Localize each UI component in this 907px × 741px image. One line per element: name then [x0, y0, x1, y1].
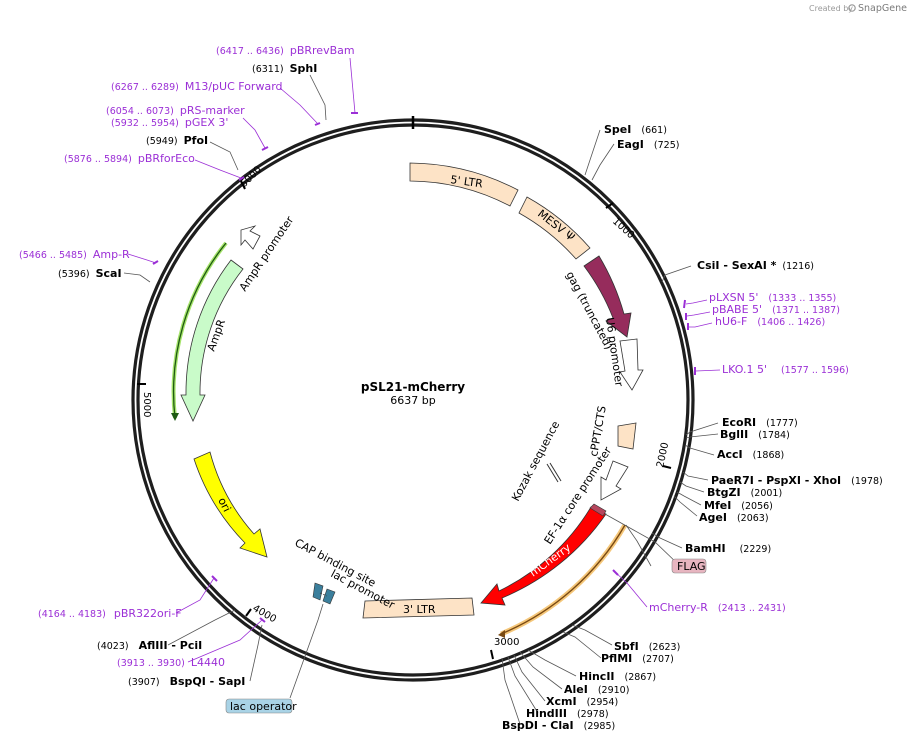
feature-kozak-label: Kozak sequence: [509, 419, 562, 504]
feature-amprp-label: AmpR promoter: [237, 214, 297, 294]
enzyme-leaders: [123, 74, 719, 725]
tick-4000: [245, 608, 252, 617]
tick-1000: [605, 202, 614, 209]
feature-mesv-psi: [518, 196, 591, 260]
enzyme-pfoi: (5949)PfoI: [146, 134, 208, 147]
feature-mcherry-label: mCherry: [527, 541, 573, 580]
feature-5ltr: [409, 162, 519, 207]
primer-mcherry-r-arc: [500, 524, 626, 635]
primer-amp-r-arc: [172, 242, 227, 419]
snapgene-logo-icon: [848, 4, 856, 12]
enzyme-sbfi: SbfI(2623): [614, 640, 680, 653]
enzyme-bspdi-clai: BspDI - ClaI(2985): [502, 719, 615, 732]
enzyme-paer7i-pspxi-xhoi: PaeR7I - PspXI - XhoI(1978): [711, 474, 883, 487]
enzyme-acci: AccI(1868): [717, 448, 784, 461]
tick-label-2000: 2000: [655, 441, 671, 468]
lac-operator-badge-label: lac operator: [230, 700, 297, 713]
tick-6000: [240, 180, 246, 190]
enzyme-bspqi-sapi: (3907)BspQI - SapI: [128, 675, 245, 688]
feature-cap-binding-site: [312, 582, 324, 601]
tick-2000: [662, 465, 672, 469]
primer-pbr322ori-f: (4164 .. 4183)pBR322ori-F: [38, 607, 182, 620]
primer-mcherry-r-arrowhead: [498, 630, 505, 638]
primer-m13-puc-forward: (6267 .. 6289)M13/pUC Forward: [111, 80, 283, 93]
tick-label-3000: 3000: [494, 637, 519, 648]
primer-mcherry-r: mCherry-R(2413 .. 2431): [649, 601, 786, 614]
primer-hu6-f: hU6-F(1406 .. 1426): [715, 315, 825, 328]
primer-lko1-5: LKO.1 5'(1577 .. 1596): [722, 363, 849, 376]
enzyme-bglii: BglII(1784): [720, 428, 790, 441]
primer-pgex-3: (5932 .. 5954)pGEX 3': [111, 116, 228, 129]
enzyme-csii-sexai: CsiI - SexAI *(1216): [697, 259, 814, 272]
feature-lac-operator: [322, 588, 336, 605]
primer-leaders: [127, 57, 721, 663]
primer-amp-r-arrowhead: [171, 413, 179, 421]
enzyme-sphi: (6311)SphI: [252, 62, 317, 75]
feature-ampr: [180, 259, 244, 422]
enzyme-eagi: EagI(725): [617, 138, 679, 151]
primer-plxsn-5: pLXSN 5'(1333 .. 1355): [709, 291, 836, 304]
enzyme-afliii-pcii: (4023)AflIII - PciI: [97, 639, 202, 652]
feature-ori-label: ori: [215, 495, 233, 514]
enzyme-bamhi: BamHI(2229): [685, 542, 771, 555]
feature-cppt: [617, 422, 637, 450]
flag-badge: FLAG: [671, 558, 707, 574]
credit-brand: SnapGene: [858, 3, 907, 14]
feature-3ltr: [362, 597, 475, 619]
enzyme-pflmi: PflMI(2707): [601, 652, 674, 665]
feature-mcherry: [480, 506, 607, 606]
tick-3000: [490, 649, 494, 660]
enzyme-btgzi: BtgZI(2001): [707, 486, 782, 499]
flag-badge-label: FLAG: [677, 560, 706, 573]
primer-pbrrevbam: (6417 .. 6436)pBRrevBam: [216, 44, 355, 57]
enzyme-xcmi: XcmI(2954): [546, 695, 618, 708]
enzyme-hindiii: HindIII(2978): [526, 707, 609, 720]
enzyme-spei: SpeI(661): [604, 123, 667, 136]
lac-operator-badge: lac operator: [225, 698, 297, 714]
enzyme-agei: AgeI(2063): [699, 511, 769, 524]
feature-kozak-mark-a: [546, 463, 559, 483]
tick-label-1000: 1000: [610, 216, 636, 241]
feature-flag-mark: [589, 503, 607, 517]
primer-l4440: (3913 .. 3930)L4440: [117, 656, 225, 669]
primer-pbrforeco: (5876 .. 5894)pBRforEco: [64, 152, 195, 165]
primer-pbabe-5: pBABE 5'(1371 .. 1387): [712, 303, 840, 316]
enzyme-alei: AleI(2910): [564, 683, 629, 696]
enzyme-ecori: EcoRI(1777): [722, 416, 798, 429]
enzyme-mfei: MfeI(2056): [704, 499, 773, 512]
enzyme-hincii: HincII(2867): [579, 670, 656, 683]
feature-kozak-mark-b: [549, 462, 562, 482]
feature-ori: [193, 451, 268, 558]
plasmid-length: 6637 bp: [390, 394, 435, 407]
primer-prs-marker: (6054 .. 6073)pRS-marker: [106, 104, 245, 117]
credit-prefix: Created by: [809, 4, 853, 13]
feature-gag: [583, 255, 632, 338]
primer-amp-r: (5466 .. 5485)Amp-R: [19, 248, 130, 261]
feature-3ltr-label: 3' LTR: [403, 603, 436, 616]
feature-ampr-promoter: [240, 225, 261, 250]
feature-ef1a-promoter: [600, 460, 629, 501]
feature-u6-promoter: [619, 338, 644, 391]
enzyme-scai: (5396)ScaI: [58, 267, 122, 280]
feature-lac-promoter: [319, 592, 328, 597]
plasmid-name: pSL21-mCherry: [361, 380, 465, 394]
tick-label-5000: 5000: [141, 392, 152, 417]
feature-5ltr-label: 5' LTR: [450, 173, 484, 190]
